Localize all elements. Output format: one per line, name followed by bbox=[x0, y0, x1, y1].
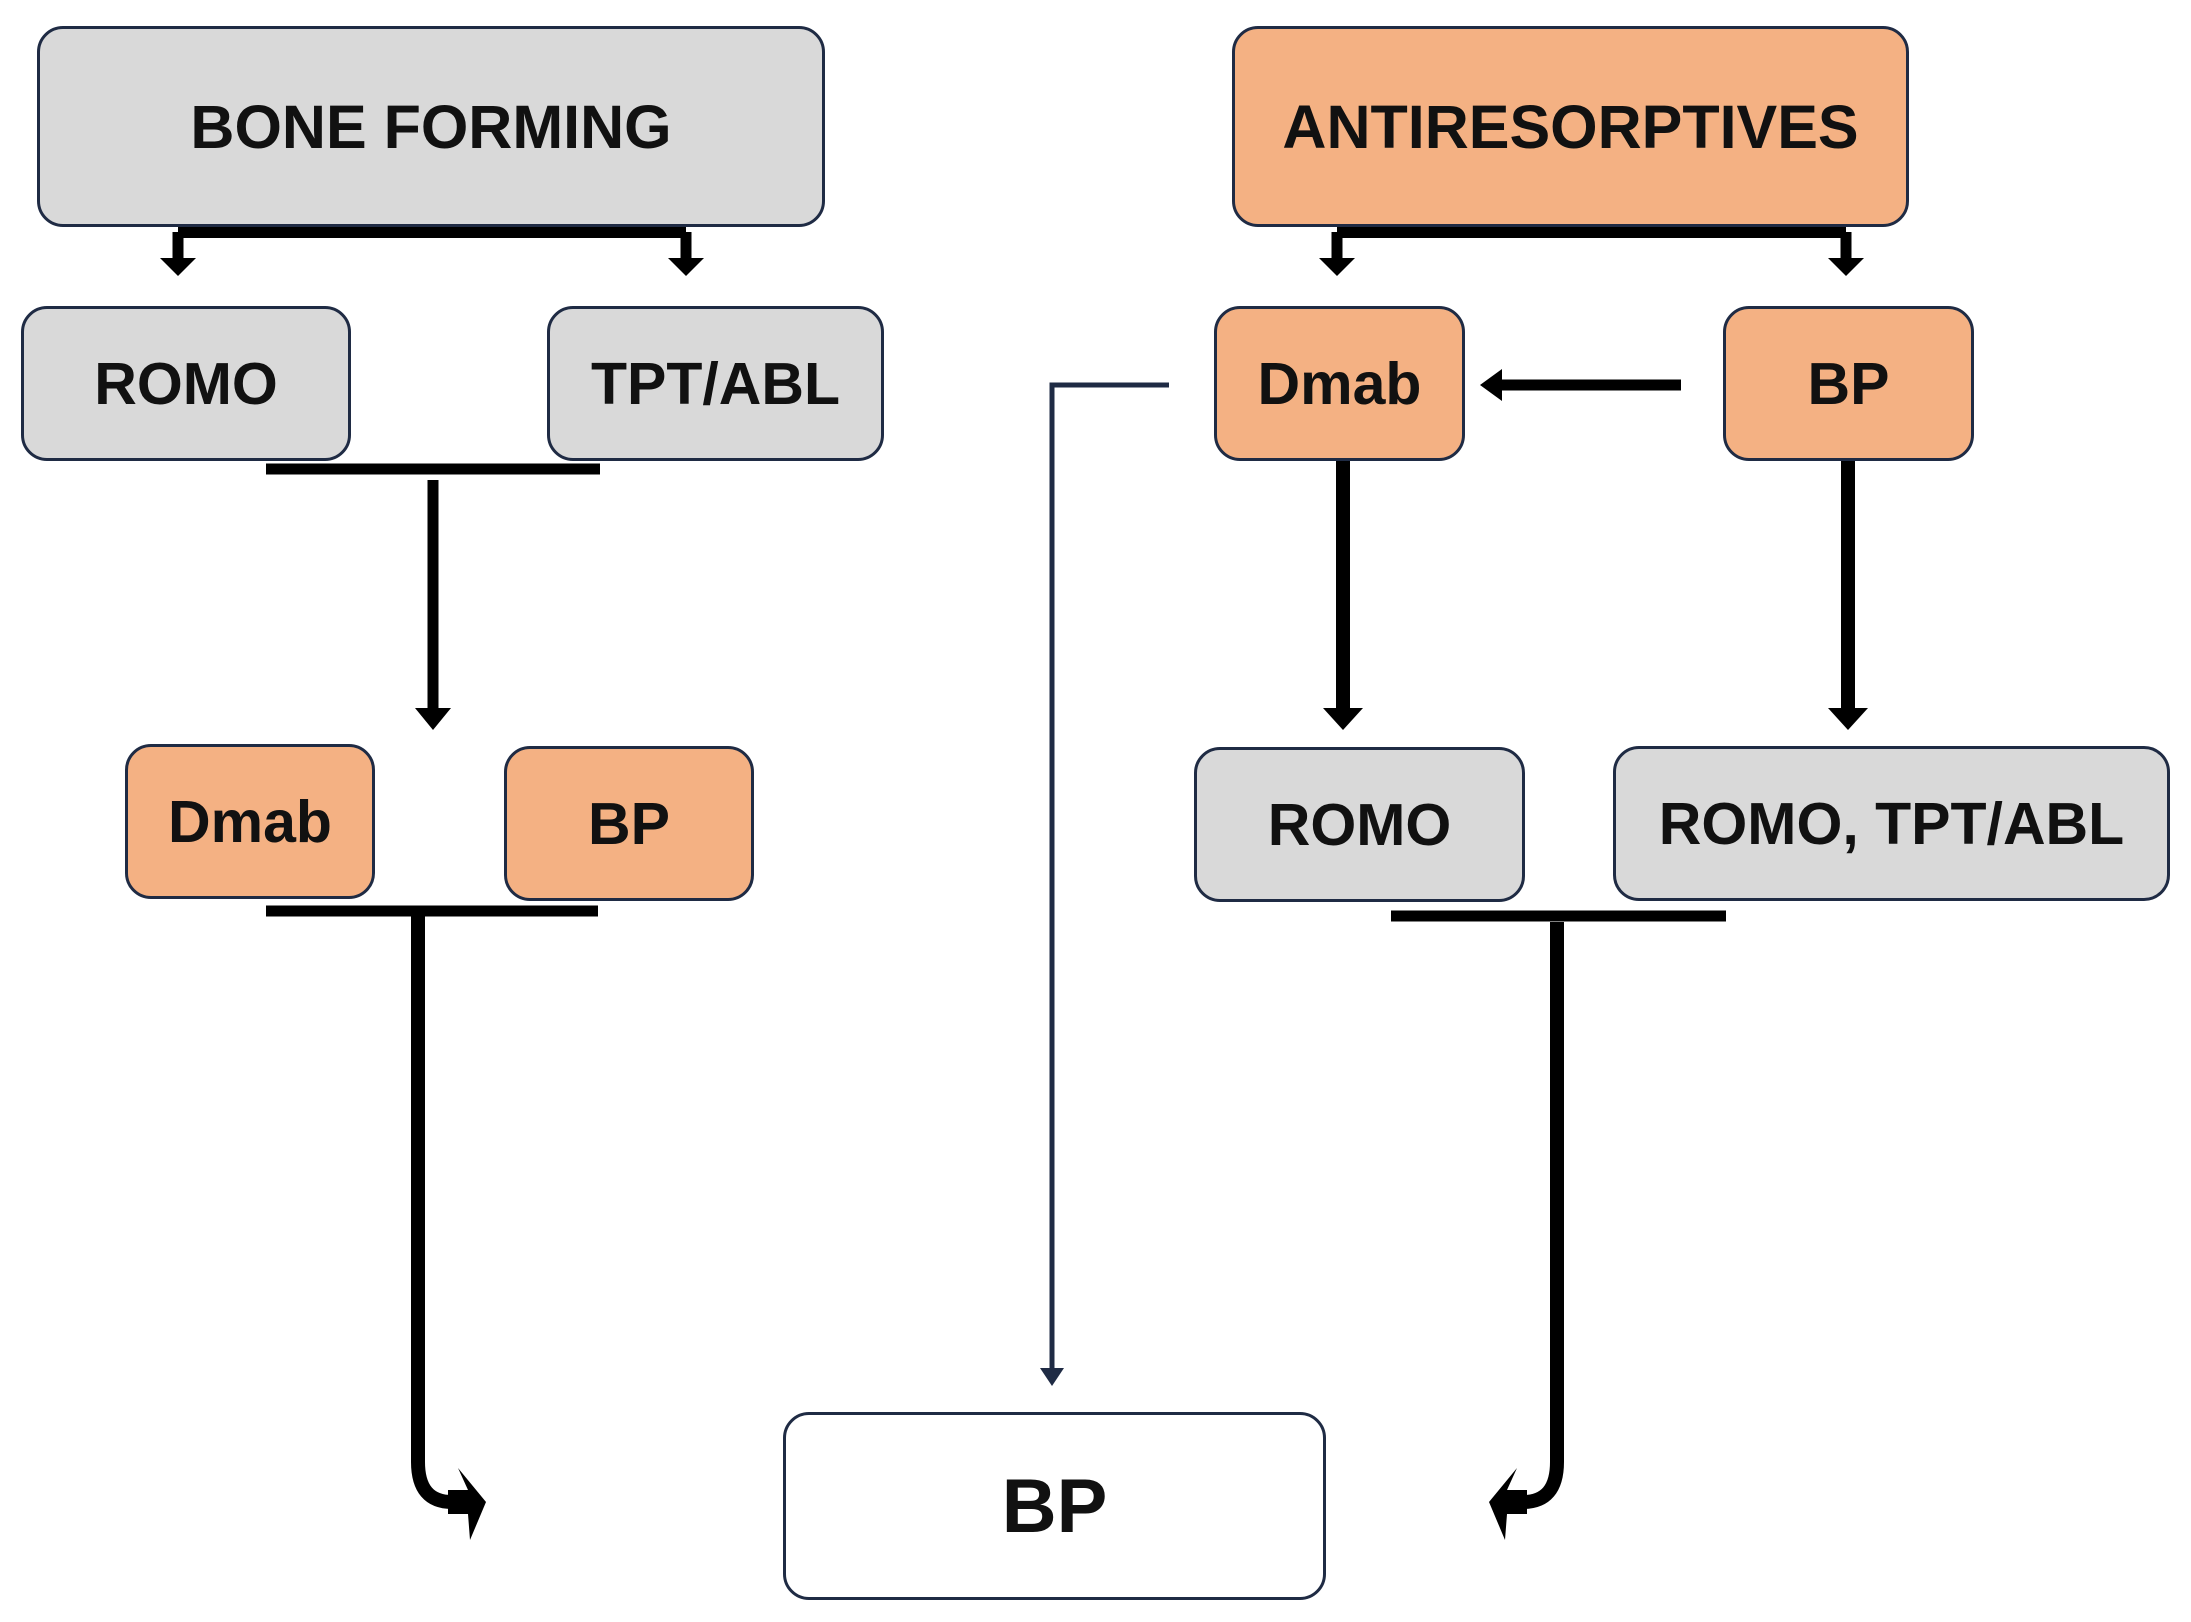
right-romo-box: ROMO bbox=[1194, 747, 1525, 902]
left-tpt-abl-box: TPT/ABL bbox=[547, 306, 884, 461]
arrowhead-left-romo bbox=[160, 258, 196, 276]
thin-arrowhead-final-bp bbox=[1040, 1368, 1064, 1386]
left-bp-box: BP bbox=[504, 746, 754, 901]
thin-line-dmab-to-final-bp bbox=[1049, 382, 1169, 1372]
arrowhead-bp-to-dmab bbox=[1480, 369, 1502, 401]
arrowhead-left-antiresorptives bbox=[415, 708, 451, 730]
final-bp-box: BP bbox=[783, 1412, 1326, 1600]
arrowhead-left-tpt-abl bbox=[668, 258, 704, 276]
arrowhead-bp-to-romo-tpt-abl bbox=[1828, 708, 1868, 730]
arrowhead-dmab-to-romo bbox=[1323, 708, 1363, 730]
right-romo-tpt-abl-box: ROMO, TPT/ABL bbox=[1613, 746, 2170, 901]
right-dmab-box: Dmab bbox=[1214, 306, 1465, 461]
left-dmab-box: Dmab bbox=[125, 744, 375, 899]
right-bp-box: BP bbox=[1723, 306, 1974, 461]
left-curved-arrow bbox=[411, 916, 460, 1509]
arrowhead-right-bp bbox=[1828, 258, 1864, 276]
right-curved-arrow bbox=[1515, 922, 1564, 1509]
arrowhead-right-dmab bbox=[1319, 258, 1355, 276]
antiresorptives-header: ANTIRESORPTIVES bbox=[1232, 26, 1909, 227]
bone-forming-header: BONE FORMING bbox=[37, 26, 825, 227]
right-curved-arrowhead bbox=[1489, 1468, 1527, 1540]
left-curved-arrowhead bbox=[448, 1468, 486, 1540]
left-romo-box: ROMO bbox=[21, 306, 351, 461]
